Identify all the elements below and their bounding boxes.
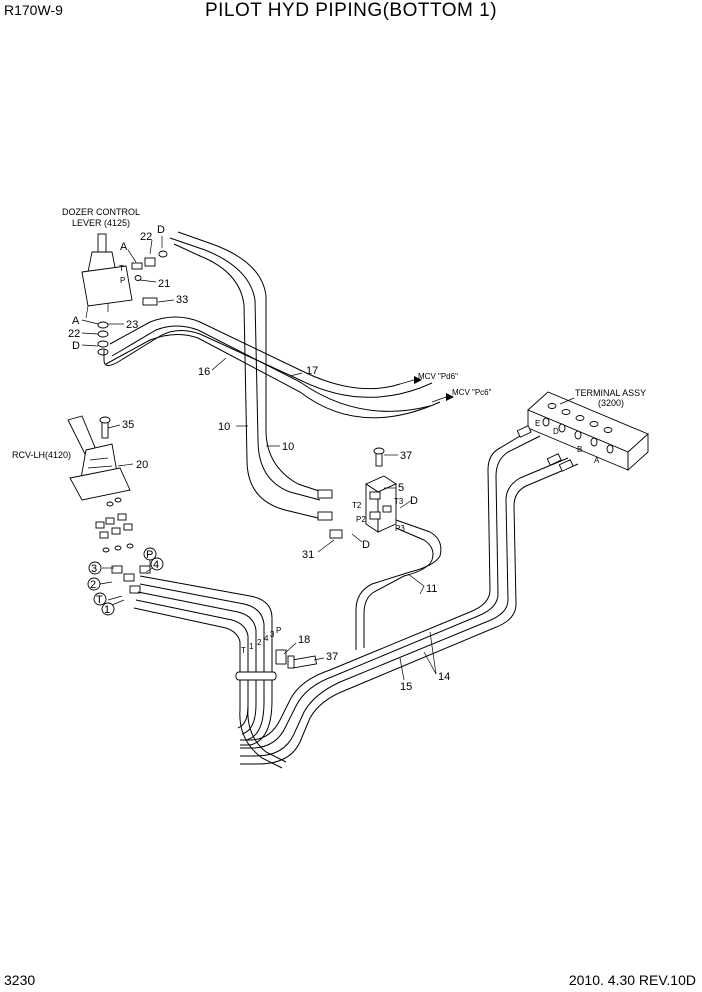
leader-lines	[81, 236, 437, 681]
callout-3: 3	[91, 563, 97, 575]
callout-10-right: 10	[282, 441, 294, 453]
mcv-pd6-label: MCV "Pd6"	[418, 372, 458, 381]
hose-16-17	[103, 316, 441, 419]
terminal-assy	[527, 391, 649, 472]
dozer-lever-label-2: LEVER (4125)	[72, 218, 130, 228]
bolt-35	[99, 416, 111, 439]
callout-d-left: D	[72, 340, 80, 352]
bundle-port-t: T	[241, 646, 246, 655]
callout-11: 11	[426, 583, 437, 595]
model-code: R170W-9	[4, 2, 63, 18]
lever-port-t: T	[119, 264, 124, 273]
bundle-port-2: 2	[257, 638, 262, 647]
dozer-control-lever: T P	[81, 233, 133, 319]
mcv-arrows	[399, 376, 454, 403]
lever-port-p: P	[120, 276, 125, 285]
hose-14-15	[240, 425, 579, 765]
callout-22-left: 22	[68, 328, 80, 340]
dozer-lever-label-1: DOZER CONTROL	[62, 207, 140, 217]
block-port-p2: P2	[356, 515, 366, 524]
callout-15: 15	[400, 681, 412, 693]
hose-11	[355, 519, 442, 650]
callout-18: 18	[298, 634, 310, 646]
page-title: PILOT HYD PIPING(BOTTOM 1)	[204, 0, 498, 21]
rcv-fittings	[95, 497, 151, 594]
bundle-port-3: 3	[270, 630, 275, 639]
rcv-lh-valve	[67, 415, 131, 501]
callout-14: 14	[438, 671, 450, 683]
bolt-37-lower	[287, 655, 318, 669]
callout-16: 16	[198, 366, 210, 378]
bundle-port-1: 1	[249, 642, 254, 651]
callout-d-block: D	[410, 495, 418, 507]
terminal-port-b: B	[577, 445, 582, 454]
shuttle-block	[365, 447, 397, 533]
callout-37-lower: 37	[326, 651, 338, 663]
terminal-port-d: D	[553, 427, 559, 436]
callout-35: 35	[122, 419, 134, 431]
callout-21: 21	[158, 278, 170, 290]
terminal-port-a: A	[594, 456, 600, 465]
mcv-pc6-label: MCV "Pc6"	[452, 388, 492, 397]
block-port-t2: T2	[352, 501, 362, 510]
dozer-fittings	[97, 250, 168, 356]
terminal-label-1: TERMINAL ASSY	[575, 388, 646, 398]
callout-22-top: 22	[140, 231, 152, 243]
block-port-p3: P3	[395, 524, 405, 533]
terminal-port-e: E	[535, 419, 540, 428]
callout-4: 4	[153, 559, 159, 571]
callout-d-top: D	[157, 224, 165, 236]
callout-5: 5	[398, 482, 404, 494]
callout-33: 33	[176, 294, 188, 306]
callout-a-top: A	[120, 241, 128, 253]
callout-d-lower: D	[362, 539, 370, 551]
terminal-label-2: (3200)	[598, 398, 624, 408]
callout-1: 1	[104, 604, 110, 616]
callout-a-left: A	[72, 315, 80, 327]
bundle-port-4: 4	[264, 634, 269, 643]
callout-p: P	[146, 549, 153, 561]
callout-20: 20	[136, 459, 148, 471]
callout-31: 31	[302, 549, 314, 561]
callout-17: 17	[306, 365, 318, 377]
page-number: 3230	[4, 972, 36, 988]
callout-23: 23	[126, 319, 138, 331]
callout-10-left: 10	[218, 421, 230, 433]
rcv-label: RCV-LH(4120)	[12, 450, 71, 460]
callout-37-upper: 37	[400, 450, 412, 462]
rcv-hose-bundle	[133, 575, 287, 769]
revision-date: 2010. 4.30 REV.10D	[568, 972, 696, 988]
hose-10	[169, 231, 343, 539]
block-port-t3: T3	[394, 497, 404, 506]
circled-callouts	[87, 547, 164, 616]
callout-t: T	[96, 594, 103, 606]
bundle-port-p: P	[276, 626, 281, 635]
callout-2: 2	[90, 579, 96, 591]
